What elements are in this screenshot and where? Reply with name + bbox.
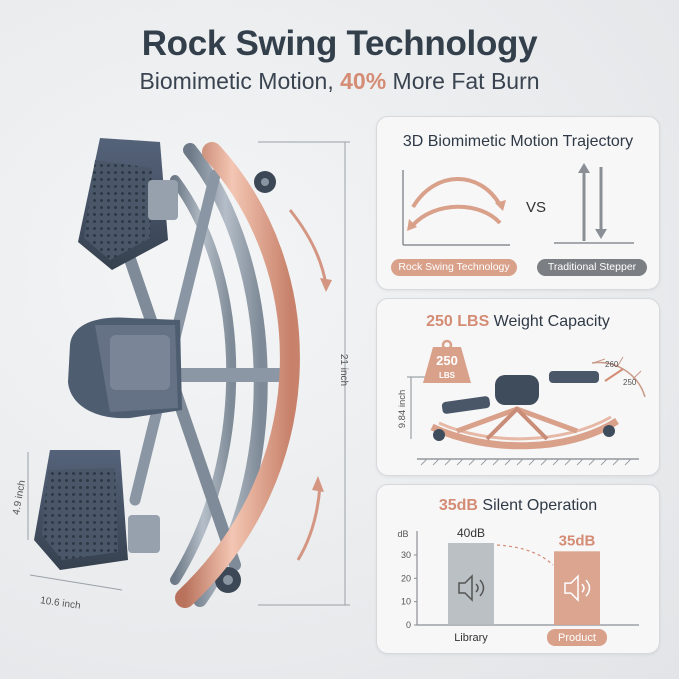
rose-gold-arc	[175, 142, 300, 608]
noise-title-rest: Silent Operation	[477, 497, 598, 514]
weight-title-rest: Weight Capacity	[489, 313, 610, 330]
speaker-icon	[564, 574, 591, 602]
noise-title-highlight: 35dB	[438, 497, 478, 514]
panel-weight: 250 LBS Weight Capacity 9.84 inch 250 LB	[376, 298, 660, 476]
weight-title: 250 LBS Weight Capacity	[377, 313, 659, 331]
gauge-label-right: 250	[623, 378, 637, 387]
motion-arrow-up	[296, 484, 322, 561]
weight-title-highlight: 250 LBS	[426, 313, 490, 330]
trajectory-graphic-traditional	[554, 163, 634, 244]
bar-library	[448, 543, 494, 625]
weight-graphic: 9.84 inch 250 LBS 260 250	[397, 339, 646, 466]
noise-title: 35dB Silent Operation	[377, 497, 659, 515]
data-label-library: 40dB	[457, 526, 485, 540]
trajectory-title: 3D Biomimetic Motion Trajectory	[402, 133, 634, 150]
traditional-stepper-pill: Traditional Stepper	[537, 259, 647, 276]
trajectory-graphic-rock	[402, 170, 510, 246]
rock-swing-pill: Rock Swing Technology	[391, 259, 517, 276]
stepper-illustration: 21 inch 4.9 inch 10.6 inch	[11, 138, 350, 612]
panel-trajectory: 3D Biomimetic Motion Trajectory VS Rock …	[376, 116, 660, 290]
y-tick-label: 0	[406, 620, 411, 630]
page-subtitle: Biomimetic Motion, 40% More Fat Burn	[0, 68, 679, 95]
height-dimension	[258, 141, 350, 606]
data-label-product: 35dB	[559, 532, 596, 549]
bottom-pedal	[34, 450, 160, 570]
subtitle-suffix: More Fat Burn	[386, 68, 540, 94]
pedal-width-label: 10.6 inch	[39, 595, 81, 612]
x-tick-label: Product	[558, 632, 596, 644]
weight-height-label: 9.84 inch	[397, 390, 408, 429]
comparison-guide	[496, 544, 554, 566]
speaker-icon	[458, 574, 485, 602]
noise-bar-chart: dB 0 10 20 30 40dB Library 35dB Product	[397, 526, 639, 646]
vs-label: VS	[526, 199, 547, 216]
category-pill-product	[547, 629, 607, 646]
weight-badge-unit: LBS	[439, 371, 456, 380]
page-title: Rock Swing Technology	[141, 24, 538, 63]
motion-arrow-down	[288, 209, 328, 286]
pedal-width-dim	[29, 574, 123, 591]
y-tick-label: 30	[401, 550, 411, 560]
y-tick-label: 10	[401, 597, 411, 607]
weight-badge-value: 250	[436, 353, 458, 368]
panel-noise: 35dB Silent Operation dB 0 10 20 30 40dB Libra…	[376, 484, 660, 654]
gauge-label-top: 260	[605, 360, 619, 369]
height-label: 21 inch	[338, 354, 349, 386]
y-tick-label: 20	[401, 573, 411, 583]
y-axis-label: dB	[397, 529, 408, 539]
hydraulic-housing	[68, 317, 182, 419]
crossbar	[165, 368, 295, 382]
x-tick-label: Library	[454, 632, 488, 644]
bar-product	[554, 551, 600, 625]
subtitle-prefix: Biomimetic Motion,	[139, 68, 341, 94]
pedal-height-label: 4.9 inch	[11, 479, 28, 515]
subtitle-highlight: 40%	[340, 68, 387, 94]
top-pedal	[78, 138, 178, 270]
